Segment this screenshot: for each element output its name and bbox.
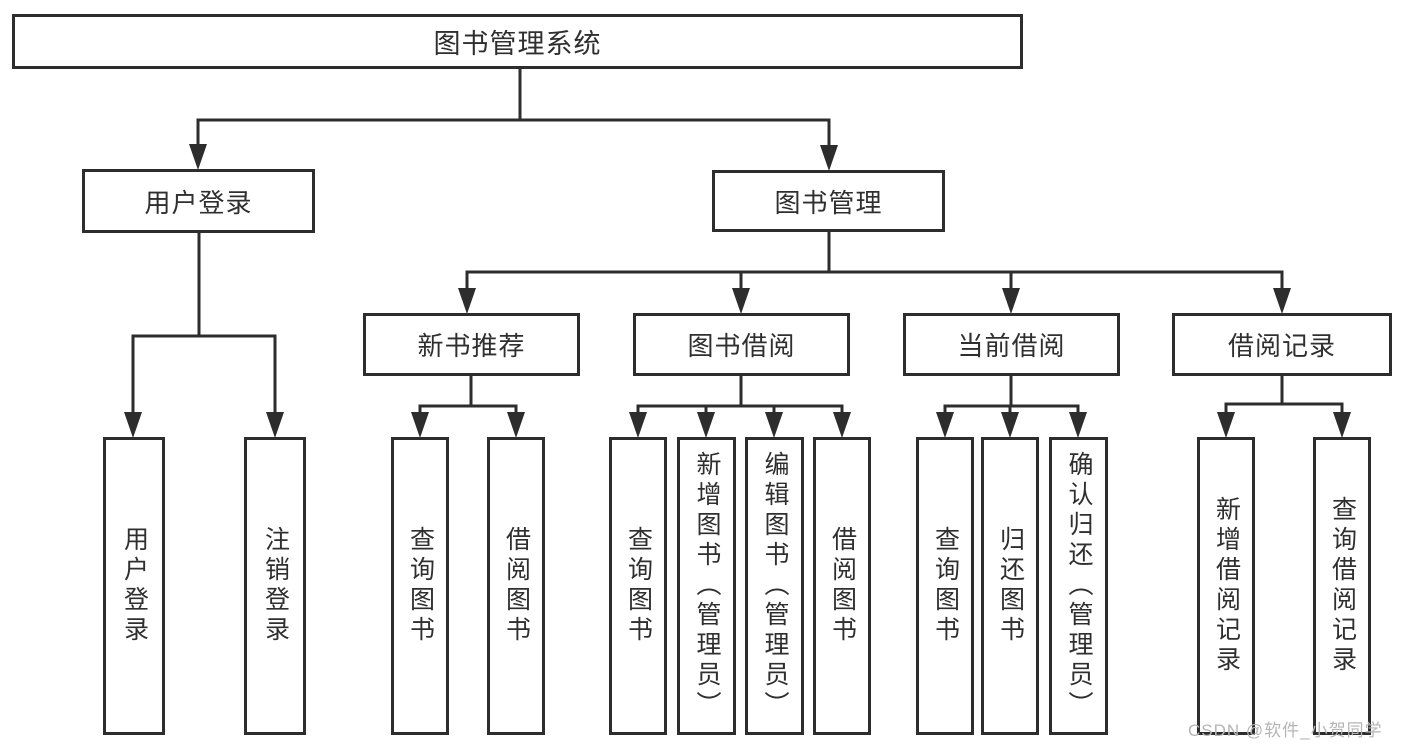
node-current-borrowing: 当前借阅: [903, 313, 1120, 376]
leaf-borrow-books-recommend: 借阅图书: [487, 437, 545, 735]
leaf-add-books-admin: 新增图书（管理员）: [677, 437, 736, 735]
node-borrowing-records: 借阅记录: [1172, 313, 1392, 376]
leaf-return-books: 归还图书: [981, 437, 1039, 735]
leaf-user-login: 用户登录: [103, 437, 165, 735]
node-user-login-module: 用户登录: [82, 169, 315, 233]
arrowhead-icons: [124, 144, 1351, 438]
leaf-borrow-books: 借阅图书: [813, 437, 871, 735]
node-new-book-recommend: 新书推荐: [363, 313, 580, 376]
node-book-borrowing: 图书借阅: [633, 313, 850, 376]
leaf-confirm-return-admin: 确认归还（管理员）: [1049, 437, 1108, 735]
leaf-query-borrow-record: 查询借阅记录: [1313, 437, 1371, 735]
leaf-add-borrow-record: 新增借阅记录: [1197, 437, 1255, 735]
leaf-logout: 注销登录: [244, 437, 306, 735]
node-book-management-module: 图书管理: [712, 170, 945, 232]
leaf-query-books-recommend: 查询图书: [391, 437, 449, 735]
leaf-edit-books-admin: 编辑图书（管理员）: [745, 437, 804, 735]
csdn-watermark: CSDN @软件_小贺同学: [1188, 721, 1383, 740]
node-system-root: 图书管理系统: [12, 14, 1023, 69]
leaf-query-books-current: 查询图书: [916, 437, 974, 735]
leaf-query-books-borrowing: 查询图书: [609, 437, 667, 735]
